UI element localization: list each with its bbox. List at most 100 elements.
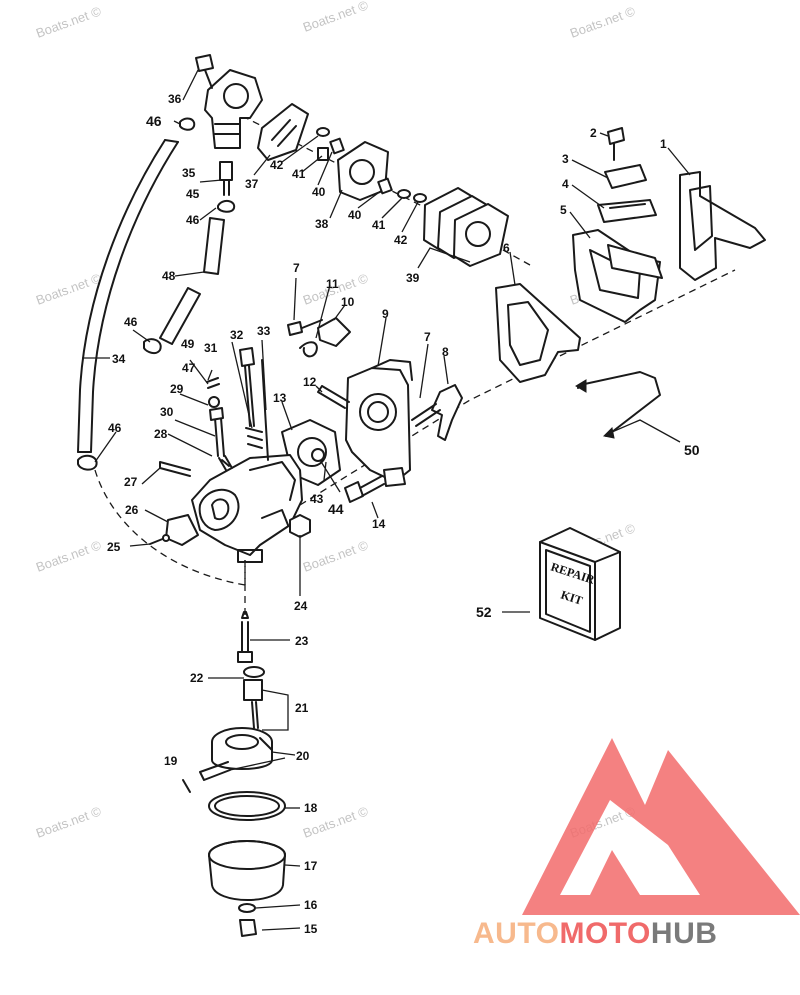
callout-27: 27 [124,475,138,489]
hose-clamp-46 [217,200,236,213]
fuel-hose-segment [159,287,201,345]
float-bowl-assembly [182,611,286,937]
callout-19: 19 [164,754,178,768]
callout-30: 30 [160,405,174,419]
callouts: 1 2 3 4 5 6 7 7 8 9 10 11 12 13 14 15 16… [107,92,700,936]
brand-logo [522,738,800,915]
callout-33: 33 [257,324,271,338]
reed-plate-assembly [495,127,766,383]
callout-50: 50 [684,442,700,458]
arrowhead [602,426,615,439]
callout-14: 14 [372,517,386,531]
repair-kit-label-line2: KIT [559,588,584,608]
callout-12: 12 [303,375,317,389]
callout-7: 7 [293,261,300,275]
link-wire-50 [579,371,661,433]
callout-24: 24 [294,599,308,613]
callout-37: 37 [245,177,259,191]
nut-24 [289,514,311,538]
callout-3: 3 [562,152,569,166]
callout-13: 13 [273,391,287,405]
screw-25-head [162,534,170,542]
callout-48: 48 [162,269,176,283]
callout-11: 11 [326,277,339,291]
callout-32: 32 [230,328,244,342]
hose-clamp-46 [143,338,162,355]
callout-22: 22 [190,671,204,685]
fuel-pump-35 [195,54,263,196]
bolt-14-shank [359,475,385,497]
callout-40: 40 [348,208,362,222]
callout-4: 4 [562,177,569,191]
callout-46: 46 [186,213,200,227]
carburetor-body [191,454,303,563]
callout-45: 45 [186,187,200,201]
mounting-screw-12 [317,385,350,409]
callout-43: 43 [310,492,324,506]
callout-34: 34 [112,352,126,366]
callout-23: 23 [295,634,309,648]
pump-diaphragms [257,103,427,203]
callout-49: 49 [181,337,195,351]
brand-wordmark: AUTOMOTOHUB [473,917,717,950]
callout-21: 21 [295,701,309,715]
watermark-text: Boats.net © [34,537,104,575]
intake-manifold-9 [345,359,413,487]
callout-17: 17 [304,859,318,873]
callout-42: 42 [394,233,408,247]
spacer-44 [311,448,325,462]
callout-35: 35 [182,166,196,180]
callout-46: 46 [124,315,138,329]
brand-part-hub: HUB [651,917,718,950]
fuel-hose-34 [77,139,179,453]
callout-7: 7 [424,330,431,344]
watermark-text: Boats.net © [568,3,638,41]
callout-40: 40 [312,185,326,199]
callout-5: 5 [560,203,567,217]
watermark-text: Boats.net © [34,803,104,841]
callout-39: 39 [406,271,420,285]
brand-part-auto: AUTO [473,917,559,950]
callout-8: 8 [442,345,449,359]
callout-38: 38 [315,217,329,231]
callout-20: 20 [296,749,310,763]
watermark-text: Boats.net © [34,3,104,41]
cover-plate-26 [165,514,199,546]
needle-valves [159,347,269,477]
callout-42: 42 [270,158,284,172]
choke-linkage [287,317,351,358]
choke-lever-8 [431,384,463,441]
callout-10: 10 [341,295,355,309]
logo-triangle [522,738,800,915]
watermark-text: Boats.net © [301,537,371,575]
hose-clamp-46 [179,117,196,131]
callout-9: 9 [382,307,389,321]
callout-2: 2 [590,126,597,140]
leader-lines [82,69,691,931]
callout-16: 16 [304,898,318,912]
callout-36: 36 [168,92,182,106]
callout-26: 26 [125,503,139,517]
callout-28: 28 [154,427,168,441]
choke-shaft-7 [411,403,441,427]
callout-41: 41 [372,218,386,232]
callout-6: 6 [503,241,510,255]
repair-kit-box: REPAIR KIT [539,527,621,641]
watermark-text: Boats.net © [301,0,371,35]
callout-52: 52 [476,604,492,620]
callout-41: 41 [292,167,306,181]
flange-gasket-hole [297,437,327,467]
callout-47: 47 [182,361,196,375]
arrowhead [575,379,587,393]
callout-18: 18 [304,801,318,815]
gasket-stack-39 [423,187,509,267]
callout-44: 44 [328,501,344,517]
callout-46: 46 [108,421,122,435]
callout-31: 31 [204,341,218,355]
watermarks: Boats.net © Boats.net © Boats.net © Boat… [34,0,638,841]
brand-part-moto: MOTO [559,917,650,950]
callout-1: 1 [660,137,667,151]
hose-clamp-46 [77,454,98,471]
